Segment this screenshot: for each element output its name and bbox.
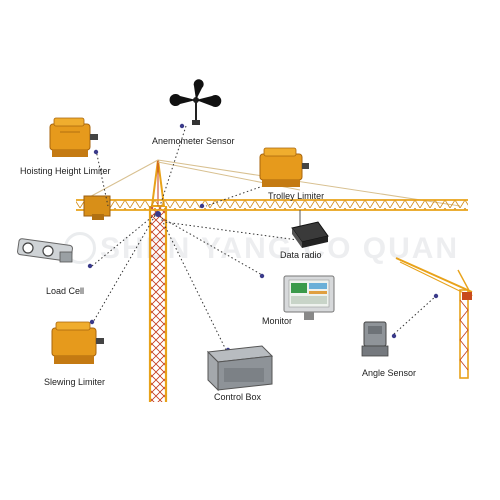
small-crane — [395, 257, 473, 379]
hoisting-limiter-label: Hoisting Height Limiter — [20, 166, 111, 176]
trolley-limiter-icon — [259, 147, 309, 187]
control-box-icon — [206, 345, 274, 392]
crane-jib — [76, 195, 468, 220]
anemometer-icon — [169, 79, 222, 125]
slewing-limiter-label: Slewing Limiter — [44, 377, 106, 387]
load-cell-icon — [17, 238, 73, 263]
connector-dots — [87, 123, 439, 353]
control-box-label: Control Box — [214, 392, 262, 402]
anemometer-label: Anemometer Sensor — [152, 136, 235, 146]
data-radio-label: Data radio — [280, 250, 322, 260]
load-cell-label: Load Cell — [46, 286, 85, 296]
trolley-limiter-label: Trolley Limiter — [268, 191, 325, 201]
angle-sensor-icon — [361, 321, 389, 357]
monitor-icon — [283, 275, 335, 320]
data-radio-icon — [291, 221, 329, 248]
hoisting-limiter-icon — [49, 117, 98, 157]
slewing-limiter-icon — [51, 321, 104, 364]
angle-sensor-label: Angle Sensor — [362, 368, 417, 378]
monitor-label: Monitor — [262, 316, 293, 326]
crane-mast — [148, 206, 168, 402]
connector-lines — [91, 125, 437, 351]
